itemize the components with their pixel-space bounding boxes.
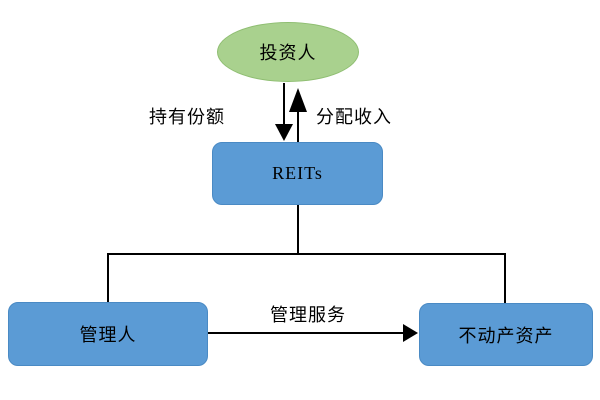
node-assets-label: 不动产资产	[458, 325, 554, 346]
node-investor: 投资人	[217, 22, 359, 82]
edge-label-management-service: 管理服务	[270, 305, 346, 325]
reits-tree-connector	[107, 205, 506, 303]
edge-label-hold-shares: 持有份额	[149, 107, 225, 127]
node-reits: REITs	[212, 142, 383, 205]
node-investor-label: 投资人	[259, 43, 317, 63]
node-manager-label: 管理人	[79, 325, 137, 345]
reits-to-investor-arrow	[289, 88, 307, 142]
node-reits-label: REITs	[272, 163, 323, 183]
node-assets: 不动产资产	[419, 303, 593, 366]
investor-to-reits-arrow	[275, 83, 293, 141]
edge-label-distribute-income: 分配收入	[316, 107, 392, 127]
node-manager: 管理人	[8, 302, 208, 366]
